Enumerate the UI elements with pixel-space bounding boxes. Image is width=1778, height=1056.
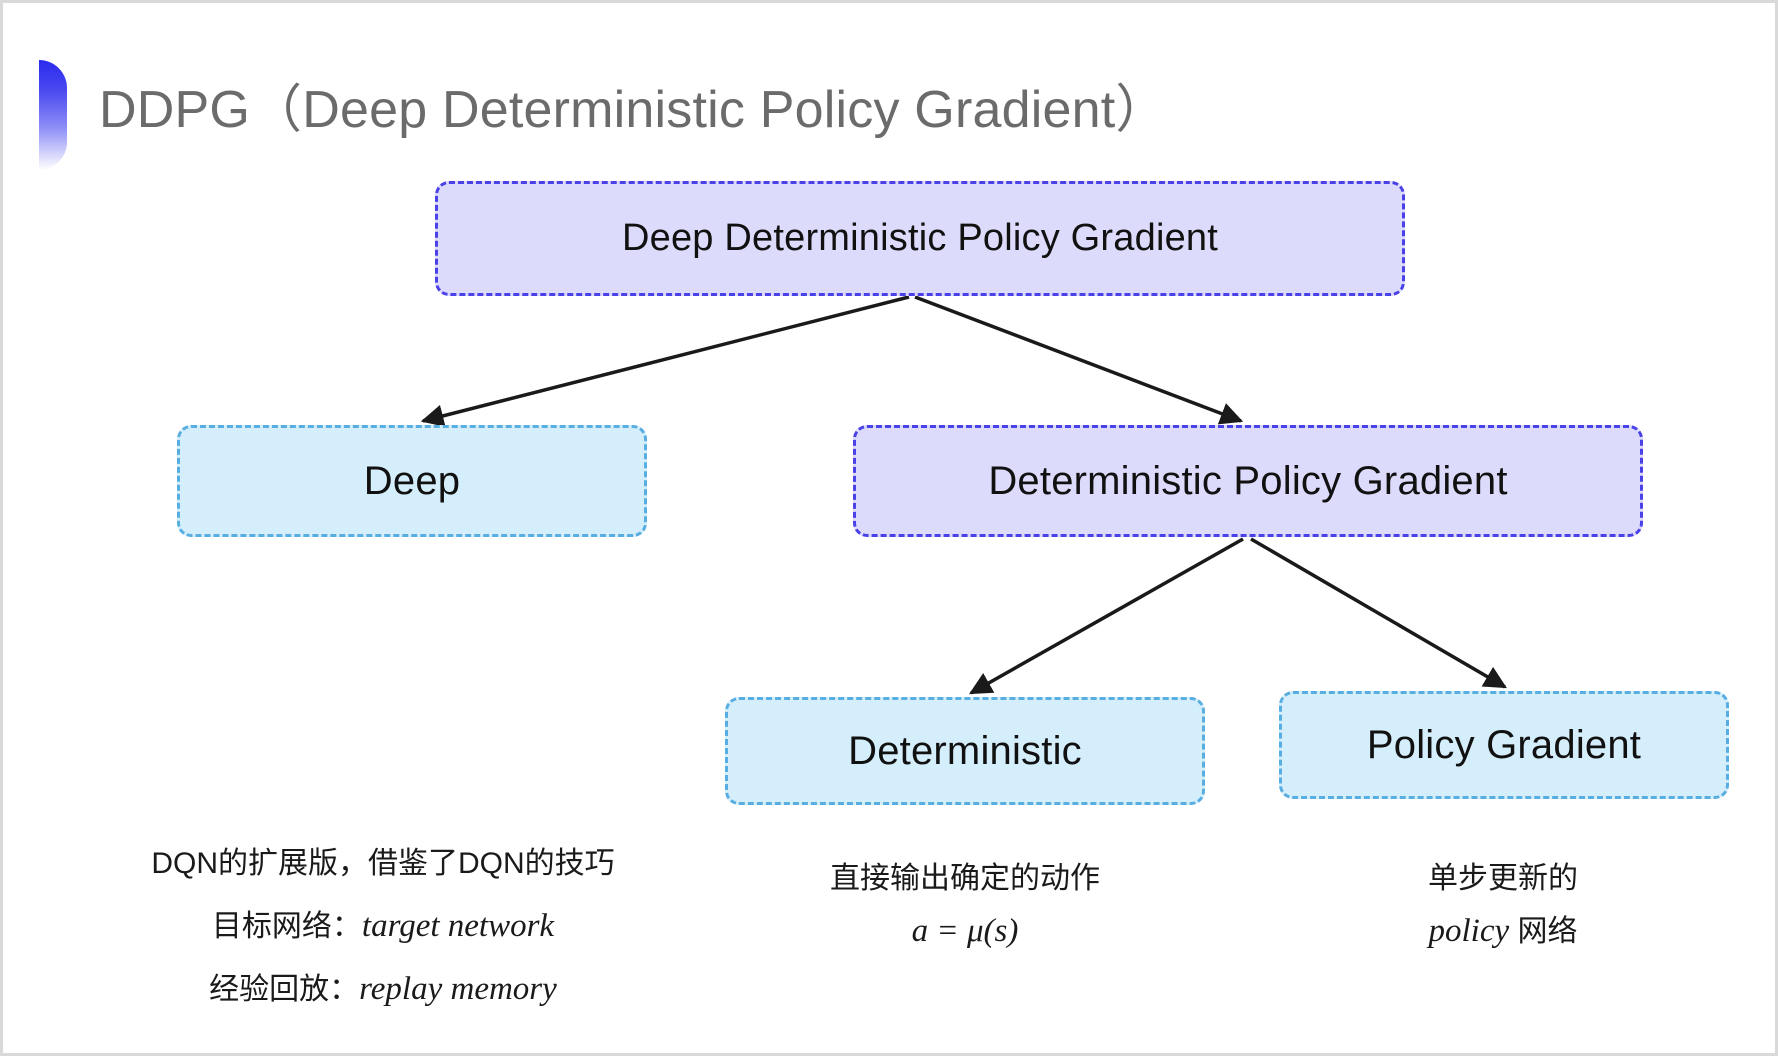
caption-deep-line2-cn: 目标网络： bbox=[211, 910, 362, 943]
node-ddpg-label: Deep Deterministic Policy Gradient bbox=[621, 216, 1219, 259]
node-deterministic-label: Deterministic bbox=[848, 729, 1082, 773]
caption-deterministic-line1-text: 直接输出确定的动作 bbox=[830, 862, 1100, 895]
arrow-ddpg-to-deep bbox=[420, 295, 910, 427]
caption-policy-gradient-line2-cn: 网络 bbox=[1509, 915, 1578, 948]
arrow-dpg-to-deterministic bbox=[969, 537, 1244, 695]
caption-deep-line3-cn: 经验回放： bbox=[209, 973, 360, 1006]
caption-deterministic-formula: a = μ(s) bbox=[911, 913, 1019, 949]
caption-deterministic-line2: a = μ(s) bbox=[765, 905, 1165, 958]
caption-policy-gradient-line2: policy 网络 bbox=[1323, 905, 1683, 958]
caption-policy-gradient: 单步更新的 policy 网络 bbox=[1323, 853, 1683, 958]
caption-deep-line3-en: replay memory bbox=[359, 971, 557, 1007]
caption-deep-line2-en: target network bbox=[361, 908, 555, 944]
caption-deep-line2: 目标网络：target network bbox=[103, 895, 663, 958]
node-deterministic[interactable]: Deterministic bbox=[725, 697, 1205, 805]
node-deep[interactable]: Deep bbox=[177, 425, 647, 537]
node-policy-gradient-label: Policy Gradient bbox=[1366, 723, 1642, 767]
node-dpg-label: Deterministic Policy Gradient bbox=[988, 459, 1508, 503]
arrow-dpg-to-policy-gradient bbox=[1250, 537, 1507, 689]
caption-deep-line1: DQN的扩展版，借鉴了DQN的技巧 bbox=[103, 833, 663, 895]
node-policy-gradient[interactable]: Policy Gradient bbox=[1279, 691, 1729, 799]
page-title: DDPG（Deep Deterministic Policy Gradient） bbox=[99, 81, 1168, 139]
caption-policy-gradient-line1-text: 单步更新的 bbox=[1428, 862, 1578, 895]
node-ddpg[interactable]: Deep Deterministic Policy Gradient bbox=[435, 181, 1405, 296]
caption-deterministic: 直接输出确定的动作 a = μ(s) bbox=[765, 853, 1165, 958]
title-bullet-icon bbox=[39, 60, 67, 170]
node-dpg[interactable]: Deterministic Policy Gradient bbox=[853, 425, 1643, 537]
caption-deep: DQN的扩展版，借鉴了DQN的技巧 目标网络：target network 经验… bbox=[103, 833, 663, 1021]
caption-policy-gradient-line1: 单步更新的 bbox=[1323, 853, 1683, 905]
node-deep-label: Deep bbox=[363, 459, 461, 503]
caption-deep-line1-text: DQN的扩展版，借鉴了DQN的技巧 bbox=[151, 847, 615, 880]
caption-deterministic-line1: 直接输出确定的动作 bbox=[765, 853, 1165, 905]
caption-deep-line3: 经验回放：replay memory bbox=[103, 958, 663, 1021]
arrow-ddpg-to-dpg bbox=[914, 295, 1244, 425]
caption-policy-gradient-line2-en: policy bbox=[1428, 913, 1510, 949]
